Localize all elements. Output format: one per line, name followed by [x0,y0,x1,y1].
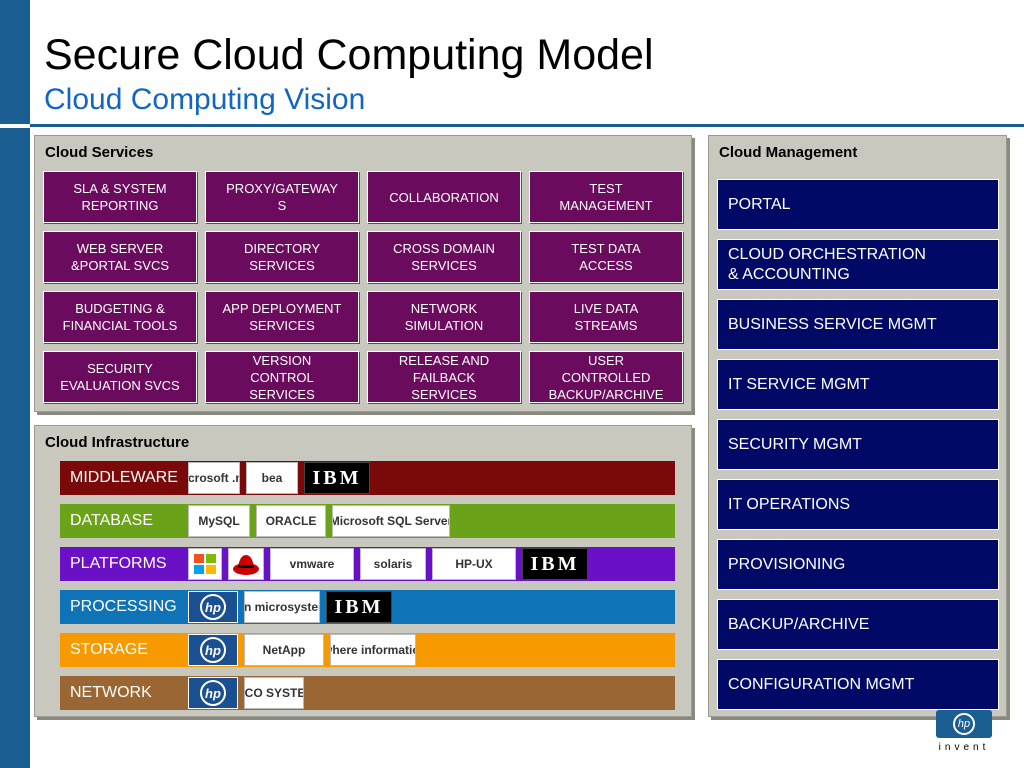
layer-label: PROCESSING [70,598,177,615]
vendor-logo: MySQL [188,505,250,537]
vendor-logo: Microsoft .net [188,462,240,494]
redhat-logo [228,548,264,580]
hp-logo: hp [188,677,238,709]
vendor-logo: Sun microsystems [244,591,320,623]
service-tile: CROSS DOMAIN SERVICES [367,231,521,283]
management-item: CONFIGURATION MGMT [717,659,999,710]
layer-label: MIDDLEWARE [70,469,178,486]
service-tile: PROXY/GATEWAY S [205,171,359,223]
hp-logo: hp [188,591,238,623]
infrastructure-layer: PROCESSING hpSun microsystemsIBM [60,590,675,624]
hp-logo-mark: hp [936,710,992,738]
service-tile: RELEASE AND FAILBACK SERVICES [367,351,521,403]
service-tile: APP DEPLOYMENT SERVICES [205,291,359,343]
management-item: IT SERVICE MGMT [717,359,999,410]
cloud-management-title: Cloud Management [719,144,858,161]
vendor-logos: hpNetAppEMC² where information lives [188,634,422,666]
service-tile: LIVE DATA STREAMS [529,291,683,343]
title-rule [30,124,1024,127]
management-item: BUSINESS SERVICE MGMT [717,299,999,350]
page-title: Secure Cloud Computing Model [44,31,654,79]
cloud-management-list: PORTAL CLOUD ORCHESTRATION & ACCOUNTING BU… [717,179,999,719]
layer-label: DATABASE [70,512,153,529]
management-item: SECURITY MGMT [717,419,999,470]
windows-logo [188,548,222,580]
vendor-logos: Microsoft .netbeaIBM [188,462,376,494]
service-tile: USER CONTROLLED BACKUP/ARCHIVE [529,351,683,403]
vendor-logo: vmware [270,548,354,580]
service-tile: WEB SERVER &PORTAL SVCS [43,231,197,283]
vendor-logo: Microsoft SQL Server [332,505,450,537]
page-subtitle: Cloud Computing Vision [44,83,366,116]
vendor-logo: CISCO SYSTEMS [244,677,304,709]
service-tile: TEST DATA ACCESS [529,231,683,283]
vendor-logo: NetApp [244,634,324,666]
infrastructure-layer: STORAGE hpNetAppEMC² where information li… [60,633,675,667]
service-tile: VERSION CONTROL SERVICES [205,351,359,403]
hp-logo: hp [188,634,238,666]
management-item: IT OPERATIONS [717,479,999,530]
layer-label: NETWORK [70,684,152,701]
infrastructure-layer: MIDDLEWARE Microsoft .netbeaIBM [60,461,675,495]
service-tile: DIRECTORY SERVICES [205,231,359,283]
vendor-logo: bea [246,462,298,494]
cloud-management-panel: Cloud Management PORTAL CLOUD ORCHESTRATI… [708,135,1007,717]
management-item: PORTAL [717,179,999,230]
service-tile: COLLABORATION [367,171,521,223]
cloud-infrastructure-panel: Cloud Infrastructure MIDDLEWARE Microsoft… [34,425,692,717]
ibm-logo: IBM [522,548,588,580]
vendor-logo: EMC² where information lives [330,634,416,666]
layer-label: STORAGE [70,641,148,658]
infrastructure-layer: NETWORK hpCISCO SYSTEMS [60,676,675,710]
infrastructure-layers: MIDDLEWAREMicrosoft .netbeaIBMDATABASEMy… [60,461,675,719]
vendor-logos: hpSun microsystemsIBM [188,591,398,623]
cloud-infrastructure-title: Cloud Infrastructure [45,434,190,451]
hp-invent-logo: hp invent [934,710,994,760]
vendor-logos: hpCISCO SYSTEMS [188,677,310,709]
ibm-logo: IBM [304,462,370,494]
service-tile: TEST MANAGEMENT [529,171,683,223]
vendor-logo: HP-UX [432,548,516,580]
vendor-logo: solaris [360,548,426,580]
service-tile: SLA & SYSTEM REPORTING [43,171,197,223]
service-tile: NETWORK SIMULATION [367,291,521,343]
invent-tagline: invent [938,742,990,753]
service-tile: BUDGETING & FINANCIAL TOOLS [43,291,197,343]
management-item: BACKUP/ARCHIVE [717,599,999,650]
cloud-services-title: Cloud Services [45,144,154,161]
vendor-logo: ORACLE [256,505,326,537]
ibm-logo: IBM [326,591,392,623]
left-accent-bar [0,0,30,768]
management-item: CLOUD ORCHESTRATION & ACCOUNTING [717,239,999,290]
layer-label: PLATFORMS [70,555,167,572]
management-item: PROVISIONING [717,539,999,590]
service-tile: SECURITY EVALUATION SVCS [43,351,197,403]
